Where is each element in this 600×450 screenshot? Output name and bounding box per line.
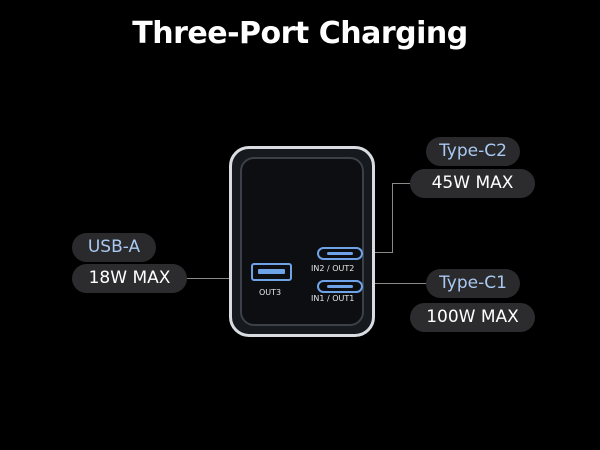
- type-c2-type-badge: Type-C2: [426, 137, 520, 166]
- usb-a-port-label: OUT3: [259, 288, 282, 297]
- charger-illustration: OUT3 IN2 / OUT2 IN1 / OUT1: [229, 146, 375, 337]
- usb-a-port-icon: [251, 263, 292, 281]
- type-c2-port-label: IN2 / OUT2: [311, 264, 355, 273]
- charger-faceplate: [240, 157, 364, 326]
- type-c2-connector-line-stub: [357, 252, 393, 253]
- page-title: Three-Port Charging: [132, 16, 468, 51]
- usb-a-type-badge: USB-A: [72, 233, 156, 262]
- type-c1-type-badge: Type-C1: [426, 269, 520, 298]
- usb-a-watt-badge: 18W MAX: [72, 264, 187, 293]
- type-c1-connector-line: [357, 283, 426, 284]
- type-c2-connector-line-horizontal: [392, 183, 410, 184]
- type-c2-watt-badge: 45W MAX: [410, 169, 535, 198]
- usb-a-connector-line: [187, 278, 250, 279]
- type-c2-connector-line-vertical: [392, 183, 393, 253]
- type-c1-port-icon: [317, 280, 363, 293]
- type-c1-port-label: IN1 / OUT1: [311, 294, 355, 303]
- type-c1-watt-badge: 100W MAX: [410, 303, 535, 332]
- type-c2-port-icon: [317, 247, 363, 260]
